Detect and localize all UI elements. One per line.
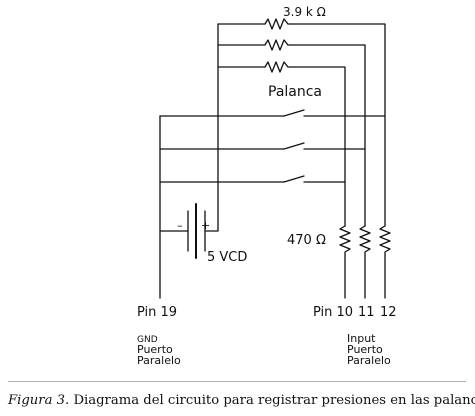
pin-input-label-2: 11: [358, 305, 375, 320]
series-resistor-2: [359, 225, 371, 299]
series-resistor-1: [339, 225, 351, 299]
pullup-resistor-3: [264, 61, 346, 227]
figure-number: Figura 3.: [8, 393, 70, 408]
input-port-line-2: Puerto: [347, 343, 383, 356]
pullup-resistor-1: [264, 18, 386, 227]
input-port-label: Input Puerto Paralelo: [347, 332, 391, 367]
resistor-top-label: 3.9 k Ω: [283, 5, 326, 19]
switch-2: [159, 142, 366, 150]
caption-divider: [8, 381, 466, 382]
battery-plus-label: +: [201, 219, 210, 232]
ground-port-line-1: GND: [137, 335, 158, 345]
switch-1: [159, 109, 386, 117]
battery-symbol: [187, 203, 206, 259]
ground-port-line-3: Paralelo: [137, 354, 181, 367]
battery-minus-label: –: [177, 219, 183, 232]
ground-wire: [159, 115, 189, 299]
input-port-line-1: Input: [347, 332, 376, 345]
pullup-resistor-2: [264, 39, 366, 227]
switch-group-label: Palanca: [268, 84, 322, 100]
figure-caption-text: Diagrama del circuito para registrar pre…: [73, 393, 475, 408]
ground-port-label: GND Puerto Paralelo: [137, 335, 181, 367]
figure-caption: Figura 3. Diagrama del circuito para reg…: [8, 393, 475, 408]
switch-3: [159, 175, 346, 183]
input-port-line-3: Paralelo: [347, 354, 391, 367]
pin-input-label-3: 12: [380, 305, 397, 320]
battery-voltage-label: 5 VCD: [207, 250, 247, 265]
resistor-bottom-label: 470 Ω: [287, 233, 326, 248]
series-resistor-3: [379, 225, 391, 299]
pin-input-label-1: Pin 10: [313, 305, 353, 320]
supply-wire: [204, 23, 266, 232]
pin-ground-label: Pin 19: [137, 305, 177, 320]
ground-port-line-2: Puerto: [137, 343, 173, 356]
